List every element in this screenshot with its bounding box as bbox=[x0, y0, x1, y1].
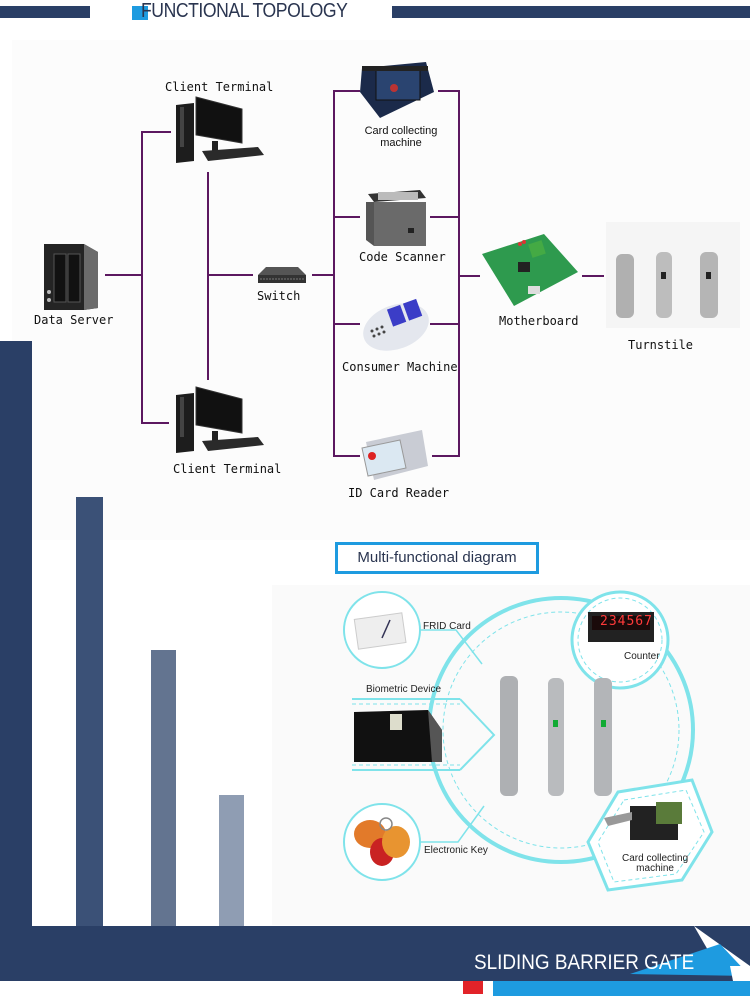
motherboard-label: Motherboard bbox=[499, 314, 579, 328]
card-collecting-machine-text: Card collecting machine bbox=[364, 125, 438, 149]
connector bbox=[430, 216, 460, 218]
client-terminal-icon bbox=[176, 386, 264, 453]
client-terminal-bottom-label: Client Terminal bbox=[173, 462, 282, 476]
connector bbox=[333, 90, 360, 92]
footer-arrow-graphic bbox=[630, 926, 750, 1006]
card-collecting-machine-label: Card collecting machine bbox=[356, 125, 446, 149]
code-scanner-icon bbox=[366, 190, 426, 246]
turnstile-icon bbox=[606, 222, 740, 328]
switch-icon bbox=[258, 267, 306, 283]
connector bbox=[207, 172, 209, 380]
connector bbox=[430, 323, 460, 325]
client-terminal-top-label: Client Terminal bbox=[165, 80, 274, 94]
page-title: FUNCTIONAL TOPOLOGY bbox=[141, 0, 348, 22]
consumer-machine-label: Consumer Machine bbox=[342, 360, 458, 374]
data-server-icon bbox=[44, 244, 98, 310]
footer-title: SLIDING BARRIER GATE bbox=[474, 951, 695, 974]
decorative-bar bbox=[76, 497, 103, 937]
footer-blue-accent bbox=[493, 981, 750, 996]
connector bbox=[105, 274, 142, 276]
switch-label: Switch bbox=[257, 289, 301, 303]
footer-red-accent bbox=[463, 981, 483, 994]
connector bbox=[458, 275, 480, 277]
connector bbox=[207, 274, 253, 276]
connector bbox=[432, 455, 460, 457]
connector bbox=[141, 422, 169, 424]
consumer-machine-icon bbox=[363, 298, 429, 351]
card-collecting-line2: machine bbox=[636, 863, 674, 874]
connector bbox=[582, 275, 604, 277]
motherboard-icon bbox=[482, 234, 578, 306]
card-collecting-machine-mf-label: Card collecting machine bbox=[622, 854, 688, 874]
multi-functional-title-text: Multi-functional diagram bbox=[357, 549, 517, 566]
decorative-bar bbox=[0, 341, 32, 941]
center-ring-dashed bbox=[442, 611, 680, 849]
header-accent bbox=[132, 6, 148, 20]
connector bbox=[333, 323, 360, 325]
decorative-bar bbox=[219, 795, 244, 940]
connector bbox=[458, 90, 460, 457]
code-scanner-label: Code Scanner bbox=[359, 250, 446, 264]
connector bbox=[141, 131, 171, 133]
decorative-bar bbox=[151, 650, 176, 940]
header-bar-left bbox=[0, 6, 90, 18]
header-bar-right bbox=[392, 6, 750, 18]
electronic-key-label: Electronic Key bbox=[424, 845, 488, 856]
connector bbox=[333, 216, 360, 218]
turnstile-label: Turnstile bbox=[628, 338, 694, 352]
multi-functional-title: Multi-functional diagram bbox=[335, 542, 539, 574]
connector bbox=[333, 455, 360, 457]
client-terminal-icon bbox=[176, 96, 264, 163]
connector bbox=[312, 274, 334, 276]
counter-display: 234567 bbox=[600, 614, 653, 629]
footer-banner bbox=[0, 926, 750, 981]
connector bbox=[438, 90, 460, 92]
frid-card-label: FRID Card bbox=[423, 621, 471, 632]
data-server-label: Data Server bbox=[34, 313, 114, 327]
card-collecting-machine-icon bbox=[360, 62, 434, 118]
multi-functional-graphic bbox=[343, 590, 714, 892]
connector bbox=[141, 131, 143, 423]
biometric-device-label: Biometric Device bbox=[366, 684, 442, 695]
id-card-reader-icon bbox=[361, 430, 428, 480]
id-card-reader-label: ID Card Reader bbox=[348, 486, 450, 500]
card-collecting-line1: Card collecting bbox=[622, 853, 689, 864]
counter-label: Counter bbox=[624, 651, 660, 662]
connector bbox=[333, 90, 335, 457]
